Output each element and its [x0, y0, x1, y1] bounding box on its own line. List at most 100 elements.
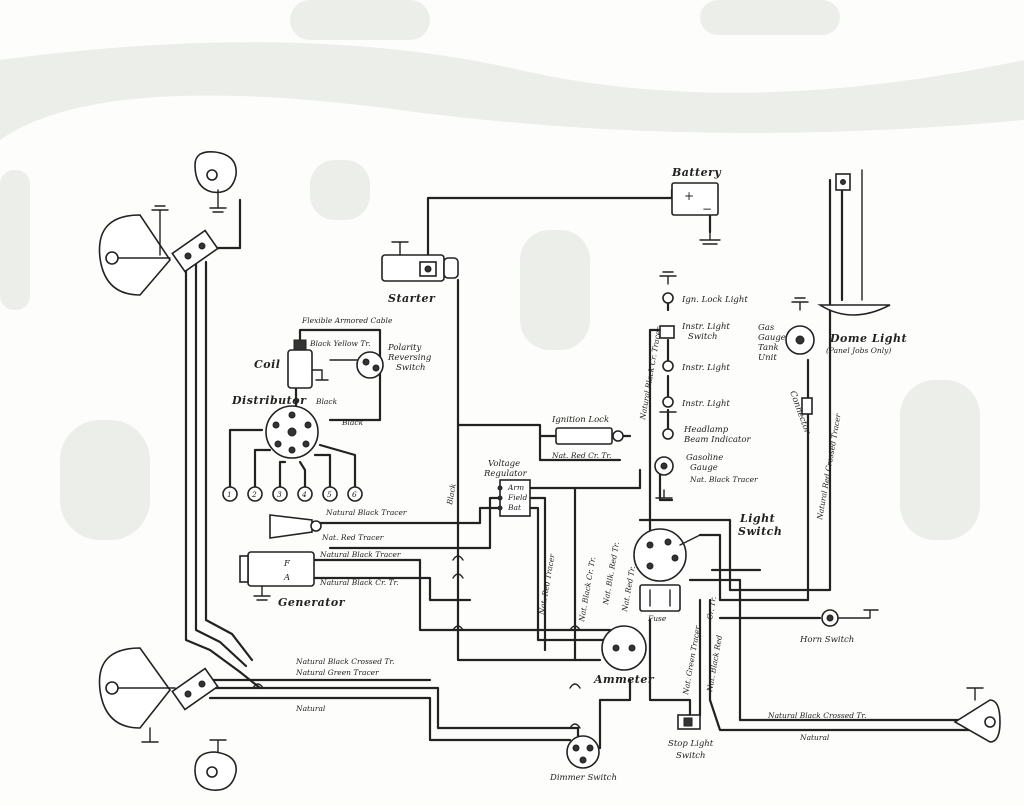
wire-nat-red-tr: Nat. Red Tr.	[620, 565, 637, 613]
label-coil: Coil	[254, 358, 280, 371]
label-polarity-1: Polarity	[387, 343, 421, 353]
label-gas-gauge-3: Tank	[758, 343, 779, 353]
wire-nat-black-tracer-1: Nat. Black Tracer	[689, 475, 758, 484]
wire-natural-red-crossed: Natural Red Crossed Tracer	[815, 413, 843, 522]
spark-terminals: 1 2 3 4 5 6	[222, 486, 363, 502]
parking-lamp-bottom	[194, 739, 237, 791]
stop-light-switch-symbol	[677, 714, 701, 730]
label-ammeter: Ammeter	[593, 673, 655, 686]
label-polarity-2: Reversing	[387, 353, 432, 363]
wire-cr-tr: Cr. Tr.	[705, 596, 718, 621]
label-battery: Battery	[671, 166, 722, 179]
label-light-switch-2: Switch	[738, 525, 782, 538]
label-reg-arm: Arm	[507, 483, 524, 492]
background-smudges	[0, 0, 1024, 540]
label-gas-gauge-2: Gauge	[758, 333, 786, 343]
label-headlamp-beam-2: Beam Indicator	[683, 435, 751, 445]
terminal-5: 5	[327, 490, 332, 499]
wire-nat-black-red: Nat. Black Red	[705, 634, 724, 693]
headlamp-top	[98, 205, 172, 296]
tail-lamp-right	[953, 687, 1001, 743]
wire-nat-black-cr-tr-2: Nat. Black Cr. Tr.	[577, 556, 597, 623]
label-stop-light-2: Switch	[676, 751, 705, 761]
label-light-switch-1: Light	[739, 512, 775, 525]
label-horn-switch: Horn Switch	[799, 635, 854, 645]
label-instr-light-2: Instr. Light	[681, 399, 730, 409]
distributor-symbol	[265, 405, 319, 459]
starter-symbol	[381, 241, 459, 282]
wire-natural-black-cr-tr-2: Natural Black Cr. Tr.	[319, 578, 399, 587]
polarity-switch-symbol	[356, 351, 384, 379]
label-starter: Starter	[388, 292, 436, 305]
wire-black-2: Black	[341, 418, 364, 427]
label-headlamp-beam-1: Headlamp	[683, 425, 729, 435]
label-gen-f: F	[283, 559, 291, 569]
label-reg-field: Field	[507, 493, 527, 502]
wire-nat-red-cr-tr: Nat. Red Cr. Tr.	[551, 451, 612, 460]
wire-natural-2: Natural	[799, 733, 830, 742]
label-polarity-3: Switch	[396, 363, 425, 373]
label-gas-gauge-4: Unit	[758, 353, 777, 363]
label-ignition-lock: Ignition Lock	[551, 415, 609, 425]
wire-black-1: Black	[315, 397, 338, 406]
wire-natural-black-crossed-1: Natural Black Crossed Tr.	[295, 657, 395, 666]
label-dimmer-switch: Dimmer Switch	[549, 773, 617, 783]
label-instr-light-1: Instr. Light	[681, 363, 730, 373]
dome-light-symbol	[817, 173, 891, 316]
horn-switch-symbol	[821, 609, 879, 627]
terminal-6: 6	[352, 490, 357, 499]
wire-nat-blk-red-tr: Nat. Blk. Red Tr.	[601, 541, 621, 606]
label-voltage-regulator-2: Regulator	[483, 469, 528, 479]
label-instr-light-switch-2: Switch	[688, 332, 717, 342]
battery-symbol: + −	[671, 182, 721, 245]
wire-natural-black-crossed-2: Natural Black Crossed Tr.	[767, 711, 867, 720]
label-gasoline-gauge-2: Gauge	[690, 463, 718, 473]
wire-black-3: Black	[445, 483, 458, 507]
terminal-3: 3	[277, 490, 282, 499]
label-ign-lock-light: Ign. Lock Light	[681, 295, 748, 305]
ammeter-symbol	[601, 625, 647, 671]
terminal-2: 2	[251, 490, 257, 499]
label-reg-bat: Bat	[507, 503, 522, 512]
voltage-regulator-symbol	[497, 479, 531, 517]
generator-symbol	[239, 551, 315, 601]
label-dome-light-note: (Panel Jobs Only)	[826, 346, 891, 355]
headlamp-bottom	[98, 647, 176, 743]
label-gen-a: A	[283, 573, 290, 583]
horn-symbol	[269, 514, 322, 539]
wires	[184, 169, 982, 750]
junction-block-bottom	[171, 667, 219, 711]
battery-negative: −	[702, 202, 712, 216]
terminal-4: 4	[301, 490, 307, 499]
wire-nat-red-tracer-1: Nat. Red Tracer	[321, 533, 384, 542]
dimmer-switch-symbol	[566, 735, 600, 769]
wire-nat-red-tracer-2: Nat. Red Tracer	[537, 553, 557, 616]
wire-flexible-armored: Flexible Armored Cable	[301, 316, 393, 325]
label-fuse: Fuse	[647, 614, 667, 623]
label-distributor: Distributor	[231, 394, 307, 407]
label-dome-light: Dome Light	[829, 332, 907, 345]
label-stop-light-1: Stop Light	[668, 739, 714, 749]
label-instr-light-switch-1: Instr. Light	[681, 322, 730, 332]
label-gas-gauge-1: Gas	[758, 323, 775, 333]
wire-natural-black-tracer-3: Natural Black Tracer	[319, 550, 401, 559]
label-generator: Generator	[278, 596, 346, 609]
ignition-lock-symbol	[555, 427, 624, 445]
wire-black-yellow: Black Yellow Tr.	[309, 339, 371, 348]
coil-symbol	[287, 339, 329, 389]
terminal-1: 1	[227, 490, 232, 499]
instrument-panel-symbols	[654, 271, 677, 499]
label-gasoline-gauge-1: Gasoline	[686, 453, 723, 463]
wire-crossovers	[252, 555, 581, 729]
label-voltage-regulator-1: Voltage	[488, 459, 520, 469]
junction-block-top	[171, 229, 219, 273]
wire-natural-1: Natural	[295, 704, 326, 713]
light-switch-symbol	[633, 528, 701, 612]
parking-lamp-top	[194, 150, 237, 213]
battery-positive: +	[684, 189, 694, 203]
wire-natural-black-tracer-2: Natural Black Tracer	[325, 508, 407, 517]
wire-natural-green-tracer: Natural Green Tracer	[295, 668, 379, 677]
gas-tank-unit-symbol	[785, 297, 815, 415]
